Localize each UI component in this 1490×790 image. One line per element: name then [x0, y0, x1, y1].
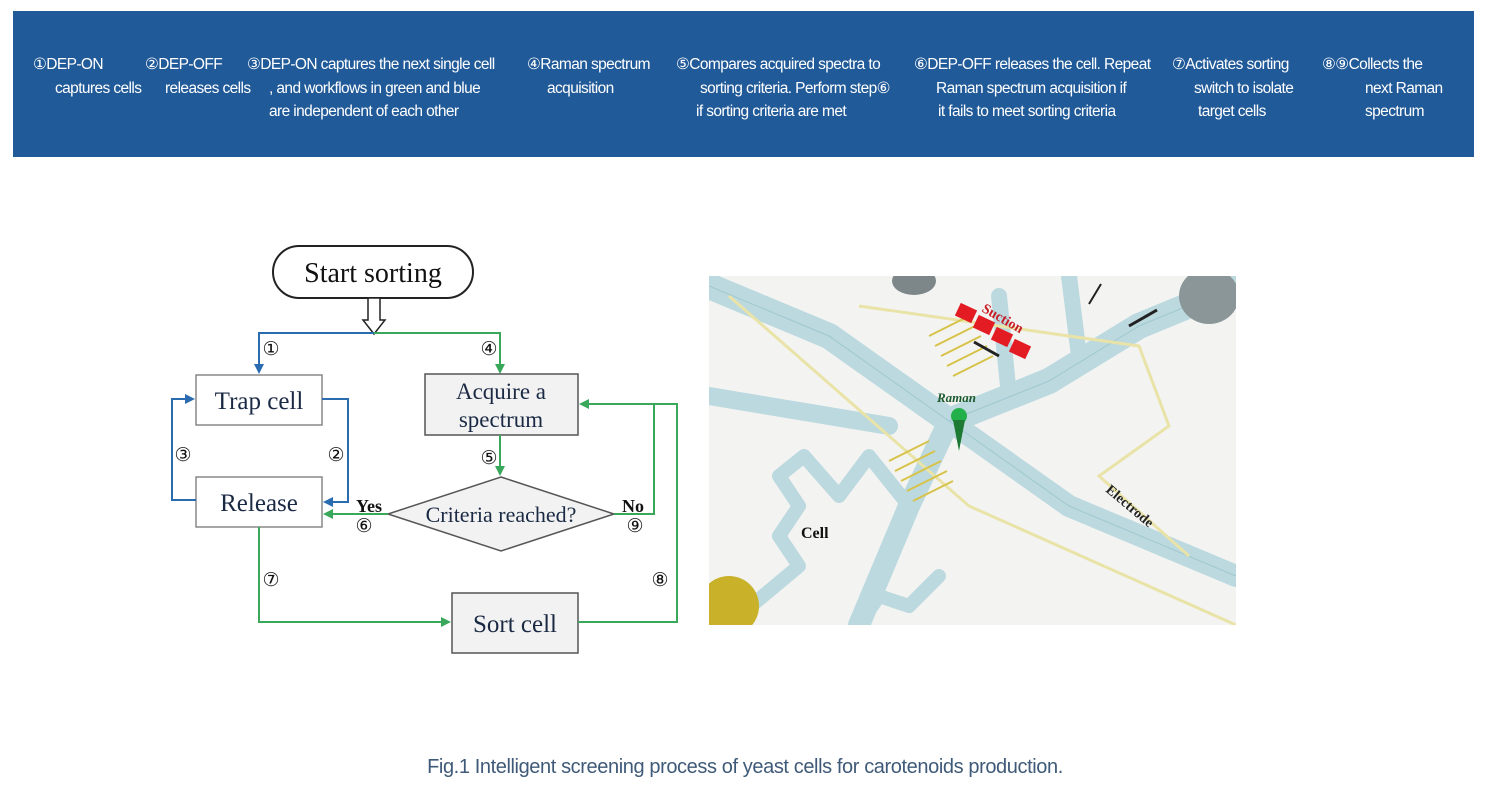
step-num-3: ③ — [174, 445, 191, 466]
figure-caption: Fig.1 Intelligent screening process of y… — [427, 756, 1063, 778]
step-num-7: ⑦ — [262, 570, 279, 591]
steps-banner: ①DEP-ON captures cells ②DEP-OFF releases… — [13, 11, 1474, 157]
trap-cell-label: Trap cell — [215, 388, 304, 415]
trap-cell-node — [195, 374, 323, 426]
no-label: No — [622, 496, 644, 516]
edge-sort-acquire — [578, 403, 678, 623]
criteria-label: Criteria reached? — [426, 502, 577, 527]
release-node — [195, 476, 323, 528]
edge-release-sort — [258, 527, 451, 627]
device-illustration: Suction Raman Cell Electrode — [709, 276, 1236, 625]
acquire-node — [424, 373, 579, 436]
step-5: ⑤Compares acquired spectra to sorting cr… — [676, 56, 891, 120]
edge-start-acquire — [374, 332, 505, 374]
start-label: Start sorting — [304, 258, 442, 289]
step-8-9: ⑧⑨Collects the next Raman spectrum — [1322, 56, 1443, 120]
step-4: ④Raman spectrum acquisition — [527, 56, 651, 97]
step-3: ③DEP-ON captures the next single cell , … — [247, 56, 495, 120]
device-drawing: Suction Raman Cell Electrode — [709, 276, 1236, 625]
acquire-label-2: spectrum — [459, 407, 543, 432]
step-6: ⑥DEP-OFF releases the cell. Repeat Raman… — [914, 56, 1151, 120]
edge-start-trap — [254, 332, 374, 374]
step-num-9: ⑨ — [626, 516, 643, 537]
cell-label: Cell — [801, 525, 829, 542]
step-num-5: ⑤ — [480, 448, 497, 469]
criteria-node — [385, 476, 617, 552]
edge-criteria-no-loop — [579, 399, 655, 515]
step-num-6: ⑥ — [355, 516, 372, 537]
step-num-2: ② — [327, 445, 344, 466]
step-7: ⑦Activates sorting switch to isolate tar… — [1172, 56, 1294, 120]
acquire-label-1: Acquire a — [456, 379, 546, 404]
sort-cell-label: Sort cell — [473, 611, 557, 638]
yes-label: Yes — [356, 496, 382, 516]
sort-cell-node — [451, 592, 579, 654]
step-2: ②DEP-OFF releases cells — [145, 56, 251, 97]
step-1: ①DEP-ON captures cells — [33, 56, 142, 97]
edge-trap-release — [322, 398, 349, 507]
start-arrow — [361, 297, 387, 336]
step-num-4: ④ — [480, 339, 497, 360]
step-num-1: ① — [262, 339, 279, 360]
raman-label: Raman — [936, 390, 976, 405]
edge-release-trap — [171, 394, 196, 501]
step-num-8: ⑧ — [651, 570, 668, 591]
release-label: Release — [220, 490, 298, 517]
